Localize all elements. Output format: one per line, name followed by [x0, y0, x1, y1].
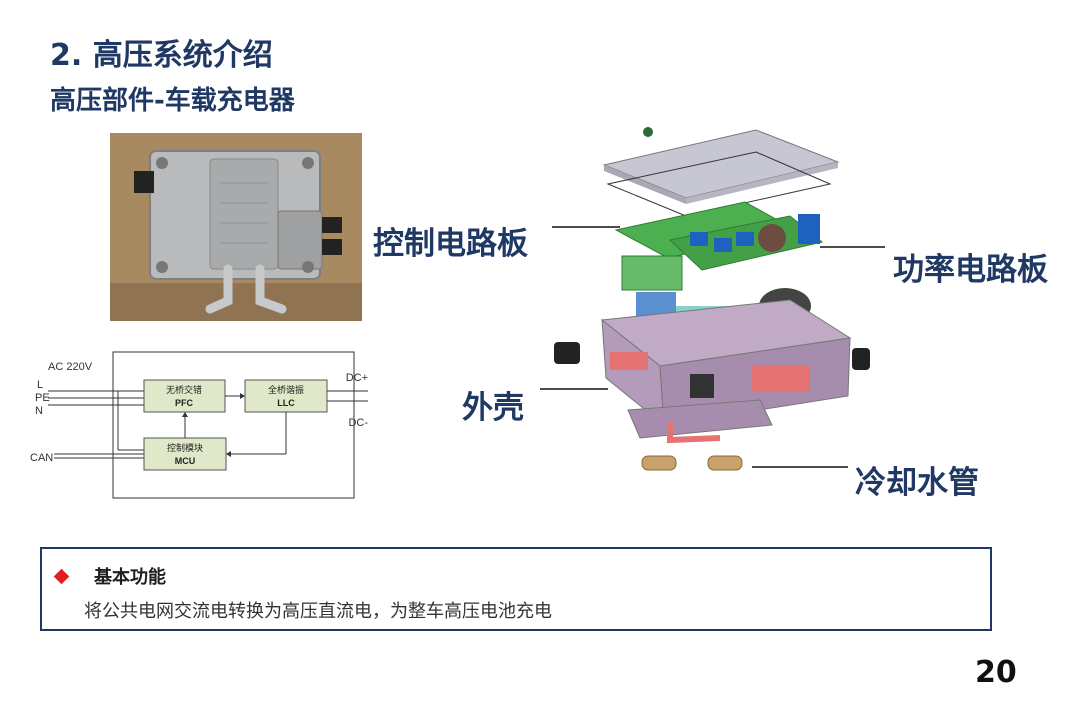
function-box: 基本功能 将公共电网交流电转换为高压直流电，为整车高压电池充电: [40, 547, 992, 631]
page-number: 20: [975, 655, 1017, 690]
ac-input-label: AC 220V: [48, 361, 93, 373]
line-label-l: L: [37, 379, 43, 391]
charger-photo: [110, 133, 362, 321]
function-description: 将公共电网交流电转换为高压直流电，为整车高压电池充电: [84, 601, 552, 622]
mcu-block-line2: MCU: [175, 456, 196, 466]
dc-minus-label: DC-: [348, 417, 368, 429]
page-title: 2. 高压系统介绍: [50, 38, 273, 73]
llc-block-line2: LLC: [277, 398, 295, 408]
pfc-block-line1: 无桥交错: [166, 384, 202, 395]
exploded-view: [554, 127, 870, 471]
mcu-block-line1: 控制模块: [167, 442, 203, 453]
callout-control-board: 控制电路板: [373, 226, 528, 262]
pfc-block: [143, 379, 226, 413]
dc-plus-label: DC+: [346, 372, 368, 384]
page-subtitle: 高压部件-车载充电器: [50, 86, 295, 116]
line-label-n: N: [35, 405, 43, 417]
callout-housing: 外壳: [462, 390, 524, 426]
callout-power-board: 功率电路板: [893, 252, 1048, 288]
line-label-pe: PE: [35, 392, 50, 404]
mcu-block: [143, 437, 227, 471]
can-label: CAN: [30, 452, 53, 464]
diamond-bullet-icon: [53, 568, 70, 585]
callout-cooling-pipe: 冷却水管: [855, 465, 979, 501]
llc-block-line1: 全桥谐振: [268, 384, 304, 395]
circuit-diagram: AC 220V L PE N CAN 无桥交错 PFC 全桥谐振 LLC 控制模…: [30, 351, 368, 499]
function-title: 基本功能: [94, 567, 166, 588]
pfc-block-line2: PFC: [175, 398, 194, 408]
